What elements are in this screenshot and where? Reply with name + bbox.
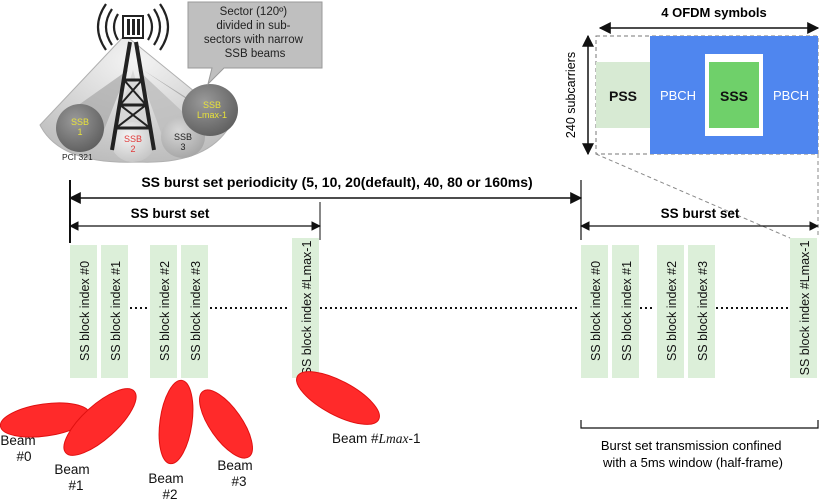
periodicity-label: SS burst set periodicity (5, 10, 20(defa… xyxy=(141,174,532,190)
svg-text:SS block index #0: SS block index #0 xyxy=(78,261,92,361)
ss-block-left-1: SS block index #1 xyxy=(101,245,128,378)
tower-icon xyxy=(110,15,156,151)
pss-block xyxy=(596,62,650,128)
ss-block-right-0: SS block index #0 xyxy=(581,245,608,378)
beam-2-label: Beam#2 xyxy=(148,471,183,502)
window-note: Burst set transmission confined with a 5… xyxy=(601,438,785,470)
pci-label: PCI 321 xyxy=(62,152,93,162)
ssb-2-ball xyxy=(111,122,155,162)
window-bracket xyxy=(580,420,819,429)
ss-block-left-last: SS block index #Lmax-1 xyxy=(292,238,319,378)
svg-text:SS block index #3: SS block index #3 xyxy=(696,261,710,361)
svg-text:SS block index #3: SS block index #3 xyxy=(189,261,203,361)
ss-block-right-3: SS block index #3 xyxy=(688,245,715,378)
pss-label: PSS xyxy=(609,88,637,104)
ss-block-left-2: SS block index #2 xyxy=(150,245,177,378)
sss-label: SSS xyxy=(720,88,748,104)
svg-text:SS block index #Lmax-1: SS block index #Lmax-1 xyxy=(300,241,314,376)
svg-text:SS block index #Lmax-1: SS block index #Lmax-1 xyxy=(798,241,812,376)
pbch-right-label: PBCH xyxy=(773,88,809,103)
beam-2-shape xyxy=(158,379,194,465)
subcarriers-label: 240 subcarriers xyxy=(564,52,578,138)
beam-3-label: Beam#3 xyxy=(217,458,252,489)
sector-callout: Sector (120º) divided in sub- sectors wi… xyxy=(187,1,323,86)
ss-block-left-0: SS block index #0 xyxy=(70,245,97,378)
svg-text:SS block index #1: SS block index #1 xyxy=(620,261,634,361)
beam-3-shape xyxy=(199,389,253,459)
beam-0-label: Beam#0 xyxy=(0,433,35,464)
ofdm-symbols-label: 4 OFDM symbols xyxy=(661,5,766,20)
ssb-1-ball xyxy=(56,104,104,152)
svg-text:SS block index #1: SS block index #1 xyxy=(109,261,123,361)
burst-set-right-label: SS burst set xyxy=(661,206,740,221)
ssb-L-ball xyxy=(182,84,238,136)
svg-text:Sector (120º) divided: Sector (120º) divided in sub- sectors wi… xyxy=(204,6,306,60)
beam-L-shape xyxy=(296,371,380,425)
beam-L-label: Beam #Lmax-1 xyxy=(332,431,421,446)
ss-block-right-1: SS block index #1 xyxy=(612,245,639,378)
signal-waves-icon xyxy=(96,3,170,51)
svg-text:SS block index #0: SS block index #0 xyxy=(589,261,603,361)
beam-1-shape xyxy=(63,388,137,456)
timeline: SS burst set periodicity (5, 10, 20(defa… xyxy=(68,174,819,470)
beams: Beam#0 Beam#1 Beam#2 Beam#3 Beam #Lmax-1 xyxy=(0,371,421,502)
ss-block-left-3: SS block index #3 xyxy=(181,245,208,378)
pbch-left-label: PBCH xyxy=(660,88,696,103)
sss-block xyxy=(709,62,759,128)
beam-1-label: Beam#1 xyxy=(54,462,89,493)
svg-text:SS block index #2: SS block index #2 xyxy=(665,261,679,361)
ofdm-resource-grid: 4 OFDM symbols 240 subcarriers PSS PBCH … xyxy=(564,5,820,239)
burst-set-left-label: SS burst set xyxy=(131,206,210,221)
ss-block-right-2: SS block index #2 xyxy=(657,245,684,378)
ss-block-right-last: SS block index #Lmax-1 xyxy=(790,238,817,378)
svg-text:SS block index #2: SS block index #2 xyxy=(158,261,172,361)
